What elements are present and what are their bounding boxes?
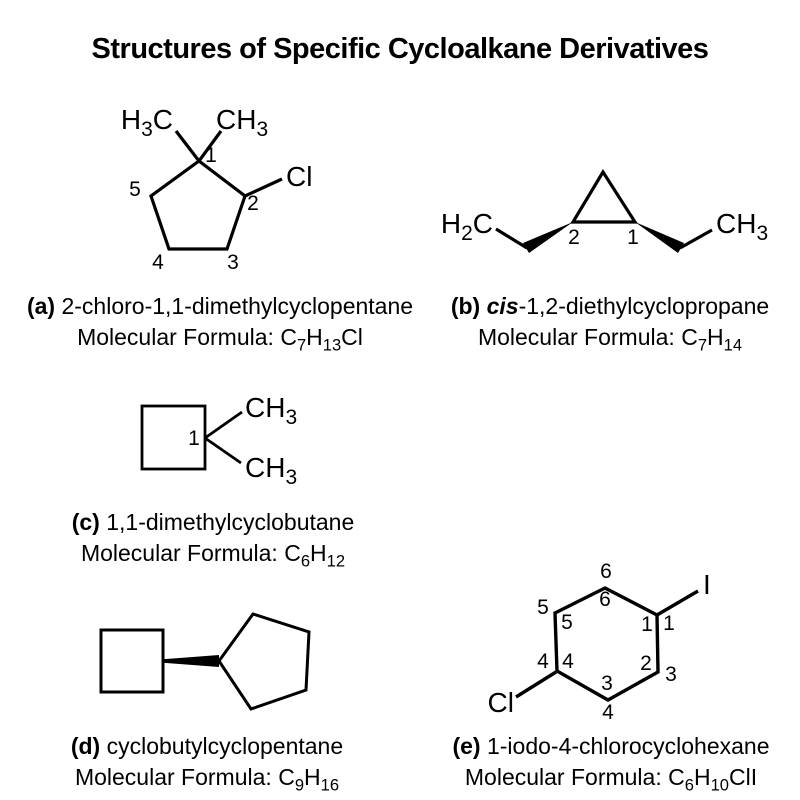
caption-a-name: 2-chloro-1,1-dimethylcyclopentane bbox=[61, 293, 414, 319]
cyclopentane-ring bbox=[149, 159, 247, 251]
caption-d-formula-line: Molecular Formula: C9H16 bbox=[22, 762, 392, 793]
caption-d-formula-label: Molecular Formula: bbox=[74, 764, 279, 790]
bond-methyl-left bbox=[174, 130, 201, 162]
caption-e: (e) 1-iodo-4-chlorocyclohexane Molecular… bbox=[426, 731, 796, 793]
ring-number-3: 3 bbox=[227, 251, 239, 274]
bond-ethyl-left bbox=[495, 227, 528, 250]
figure-title: Structures of Specific Cycloalkane Deriv… bbox=[91, 33, 709, 65]
ring-number-2: 2 bbox=[247, 192, 259, 215]
ring-number-1: 1 bbox=[188, 427, 200, 450]
caption-b-formula-line: Molecular Formula: C7H14 bbox=[430, 322, 790, 353]
caption-e-name: 1-iodo-4-chlorocyclohexane bbox=[486, 733, 770, 759]
caption-b: (b) cis-1,2-diethylcyclopropane Molecula… bbox=[430, 291, 790, 353]
atom-label-cl: Cl bbox=[286, 161, 312, 192]
bond-methyl-top bbox=[204, 410, 243, 440]
cyclopropane-ring bbox=[570, 168, 638, 224]
bond-iodo bbox=[656, 589, 699, 617]
caption-b-formula-label: Molecular Formula: bbox=[477, 324, 682, 350]
caption-c-name-line: (c) 1,1-dimethylcyclobutane bbox=[28, 507, 398, 538]
caption-a-formula-label: Molecular Formula: bbox=[77, 324, 281, 350]
ring-number-1-inner: 1 bbox=[641, 613, 653, 636]
ring-number-1: 1 bbox=[205, 144, 217, 167]
caption-d-formula: C9H16 bbox=[278, 764, 340, 795]
caption-a: (a) 2-chloro-1,1-dimethylcyclopentane Mo… bbox=[20, 291, 420, 353]
caption-c-name: 1,1-dimethylcyclobutane bbox=[106, 509, 355, 535]
atom-label-h3c: H3C bbox=[121, 104, 173, 141]
wedge-bond-right bbox=[635, 222, 684, 253]
caption-d-name: cyclobutylcyclopentane bbox=[106, 733, 344, 759]
caption-c: (c) 1,1-dimethylcyclobutane Molecular Fo… bbox=[28, 507, 398, 569]
structure-a-drawing: H3C CH3 Cl 1 2 3 4 5 bbox=[121, 104, 313, 274]
cyclopentane-ring bbox=[217, 612, 311, 711]
atom-label-cl: Cl bbox=[488, 687, 514, 718]
structure-d-drawing bbox=[99, 612, 311, 711]
caption-a-formula-line: Molecular Formula: C7H13Cl bbox=[20, 322, 420, 353]
ring-number-5: 5 bbox=[129, 178, 141, 201]
atom-label-ch3-top: CH3 bbox=[245, 392, 297, 429]
ring-number-1-outer: 1 bbox=[663, 612, 675, 635]
bond-chloro bbox=[515, 670, 557, 699]
caption-e-name-line: (e) 1-iodo-4-chlorocyclohexane bbox=[426, 731, 796, 762]
caption-c-formula-line: Molecular Formula: C6H12 bbox=[28, 538, 398, 569]
ring-number-3-inner: 3 bbox=[601, 672, 613, 695]
atom-label-ch3-bottom: CH3 bbox=[245, 452, 297, 489]
caption-d: (d) cyclobutylcyclopentane Molecular For… bbox=[22, 731, 392, 793]
caption-e-formula-label: Molecular Formula: bbox=[464, 764, 669, 790]
ring-number-3-outer: 3 bbox=[665, 663, 677, 686]
bond-methyl-bottom bbox=[204, 436, 242, 465]
caption-e-formula: C6H10ClI bbox=[668, 764, 758, 795]
caption-b-label: (b) bbox=[450, 293, 481, 319]
caption-a-label: (a) bbox=[26, 293, 56, 319]
ring-number-4: 4 bbox=[152, 251, 164, 274]
ring-number-5-inner: 5 bbox=[561, 611, 573, 634]
cyclobutane-ring bbox=[99, 628, 165, 694]
caption-d-label: (d) bbox=[70, 733, 101, 759]
ring-number-2-inner: 2 bbox=[640, 652, 652, 675]
ring-number-4-inner: 4 bbox=[562, 650, 574, 673]
atom-label-h2c: H2C bbox=[441, 208, 493, 245]
ring-number-6-outer: 6 bbox=[600, 560, 612, 583]
caption-a-name-line: (a) 2-chloro-1,1-dimethylcyclopentane bbox=[20, 291, 420, 322]
caption-e-label: (e) bbox=[452, 733, 481, 759]
caption-a-formula: C7H13Cl bbox=[280, 324, 363, 355]
wedge-bond-link bbox=[163, 655, 219, 667]
caption-c-formula-label: Molecular Formula: bbox=[80, 540, 285, 566]
caption-d-name-line: (d) cyclobutylcyclopentane bbox=[22, 731, 392, 762]
caption-c-label: (c) bbox=[71, 509, 100, 535]
ring-number-4-outer-left: 4 bbox=[537, 650, 549, 673]
caption-b-name: -1,2-diethylcyclopropane bbox=[518, 293, 770, 319]
structure-c-drawing: CH3 CH3 1 bbox=[140, 392, 297, 489]
ring-number-5-outer: 5 bbox=[537, 596, 549, 619]
ring-number-6-inner: 6 bbox=[599, 588, 611, 611]
atom-label-i: I bbox=[703, 569, 711, 600]
caption-b-name-cis: cis bbox=[486, 293, 519, 319]
structure-e-drawing: I Cl 6 6 5 5 1 1 2 3 3 4 4 4 bbox=[488, 560, 711, 724]
structure-b-drawing: H2C CH3 2 1 bbox=[441, 168, 768, 253]
ring-number-1: 1 bbox=[627, 226, 639, 249]
atom-label-ch3: CH3 bbox=[716, 208, 768, 245]
caption-c-formula: C6H12 bbox=[284, 540, 346, 571]
bond-chloro bbox=[244, 177, 283, 198]
caption-b-formula: C7H14 bbox=[681, 324, 743, 355]
bond-ethyl-right bbox=[679, 228, 713, 250]
caption-e-formula-line: Molecular Formula: C6H10ClI bbox=[426, 762, 796, 793]
ring-number-4-outer-bottom: 4 bbox=[602, 701, 614, 724]
caption-b-name-line: (b) cis-1,2-diethylcyclopropane bbox=[430, 291, 790, 322]
atom-label-ch3: CH3 bbox=[216, 104, 268, 141]
ring-number-2: 2 bbox=[568, 226, 580, 249]
wedge-bond-left bbox=[523, 222, 573, 253]
bond-methyl-right bbox=[197, 130, 223, 162]
